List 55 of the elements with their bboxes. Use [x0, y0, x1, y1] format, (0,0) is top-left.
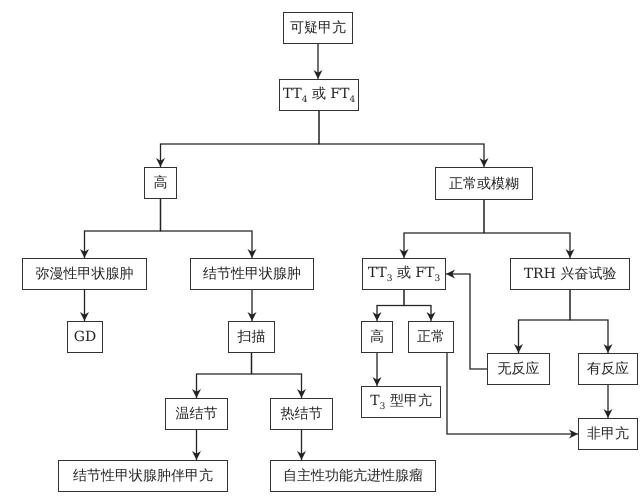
arrow [80, 290, 89, 321]
process-box [228, 321, 275, 353]
arrow [446, 270, 487, 370]
process-box [67, 321, 103, 353]
arrow [248, 290, 256, 321]
box-label: 正常 [417, 328, 445, 346]
box-label: 扫描 [238, 328, 266, 346]
arrow [446, 353, 578, 438]
process-box [58, 460, 228, 492]
process-box [361, 386, 441, 418]
process-box [578, 353, 638, 385]
box-label: 自主性功能亢进性腺瘤 [283, 467, 423, 485]
arrow [372, 353, 382, 386]
box-label: 正常或模糊 [449, 174, 519, 192]
process-box [279, 79, 359, 111]
arrow [569, 290, 612, 353]
box-label: 温结节 [176, 405, 218, 423]
process-box [270, 398, 333, 430]
arrow [160, 199, 256, 258]
process-box [144, 167, 177, 199]
box-label: TRH 兴奋试验 [524, 265, 616, 283]
arrow [318, 111, 488, 167]
box-label: 结节性甲状腺肿伴甲亢 [73, 467, 213, 485]
process-box [487, 353, 550, 385]
box-label: 热结节 [280, 405, 322, 423]
box-label: 有反应 [587, 360, 629, 378]
process-box [362, 258, 446, 290]
process-box [283, 12, 353, 44]
box-label: 弥漫性甲状腺肿 [36, 265, 134, 283]
process-box [510, 258, 630, 290]
process-box [22, 258, 147, 290]
arrow [297, 430, 306, 460]
box-label: 非甲亢 [587, 425, 629, 443]
box-label: TT$_{3}$ 或 FT$_{3}$ [368, 264, 440, 284]
process-box [578, 418, 638, 450]
box-label: TT$_{4}$ 或 FT$_{4}$ [282, 85, 356, 105]
box-label: 高 [370, 328, 384, 346]
process-box [165, 398, 228, 430]
arrow [250, 353, 306, 398]
box-label: 可疑甲亢 [290, 19, 346, 37]
box-label: 高 [154, 174, 168, 192]
box-label: T$_{3}$ 型甲亢 [370, 392, 432, 412]
process-box [190, 258, 314, 290]
arrow [314, 44, 322, 79]
box-label: 结节性甲状腺肿 [203, 265, 301, 283]
arrow [403, 290, 436, 321]
process-box [408, 321, 454, 353]
process-box [361, 321, 393, 353]
arrow [604, 385, 612, 418]
arrow [483, 200, 574, 258]
process-box [270, 460, 436, 492]
box-label: GD [74, 329, 96, 345]
process-box [435, 167, 533, 200]
box-label: 无反应 [498, 360, 540, 378]
arrow [192, 430, 201, 460]
